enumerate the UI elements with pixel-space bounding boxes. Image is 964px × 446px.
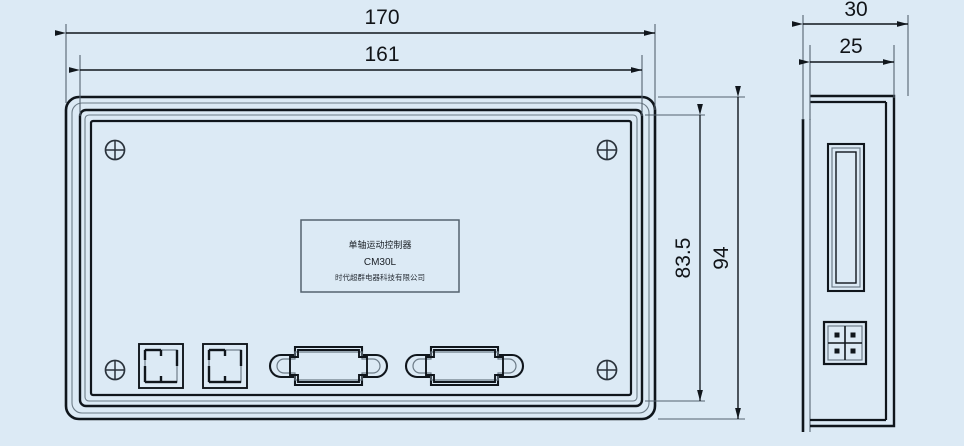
screw-top-left <box>104 139 126 161</box>
dimension-30: 30 <box>792 0 909 120</box>
nameplate-line-model: CM30L <box>364 257 397 268</box>
screw-bottom-right <box>596 359 618 381</box>
nameplate-line-company: 时代超群电器科技有限公司 <box>335 272 425 282</box>
dsub-port-2 <box>405 345 524 387</box>
nameplate: 单轴运动控制器 CM30L 时代超群电器科技有限公司 <box>300 219 460 293</box>
display-window <box>826 142 866 293</box>
front-view: 单轴运动控制器 CM30L 时代超群电器科技有限公司 <box>64 95 657 421</box>
screw-bottom-left <box>104 359 126 381</box>
nameplate-border <box>300 219 460 293</box>
front-outer-shell <box>64 95 657 421</box>
side-body-outline <box>810 94 896 428</box>
front-bezel <box>78 108 644 408</box>
dim-label-83-5: 83.5 <box>672 238 695 279</box>
dim-label-170: 170 <box>364 6 399 29</box>
terminal-pin-4 <box>850 348 856 354</box>
dimension-94: 94 <box>658 86 745 420</box>
terminal-pin-1 <box>834 332 840 338</box>
rj45-port-1 <box>138 343 184 389</box>
front-bezel-inner-edge <box>84 114 638 402</box>
front-outer-shell-inner-edge <box>71 102 650 414</box>
dsub-port-1 <box>269 345 388 387</box>
dimension-170: 170 <box>55 6 656 110</box>
nameplate-line-product: 单轴运动控制器 <box>348 239 411 251</box>
dimension-25: 25 <box>799 35 895 120</box>
side-view <box>801 94 896 432</box>
dim-label-161: 161 <box>364 43 399 66</box>
dim-label-94: 94 <box>710 246 733 270</box>
dimension-83-5: 83.5 <box>645 104 705 402</box>
front-face-panel <box>89 119 633 397</box>
terminal-pin-2 <box>850 332 856 338</box>
terminal-block <box>822 320 868 366</box>
rj45-port-2 <box>202 343 248 389</box>
dim-label-25: 25 <box>839 35 862 58</box>
terminal-pin-3 <box>834 348 840 354</box>
dim-label-30: 30 <box>844 0 867 21</box>
dimension-161: 161 <box>69 43 643 116</box>
screw-top-right <box>596 139 618 161</box>
